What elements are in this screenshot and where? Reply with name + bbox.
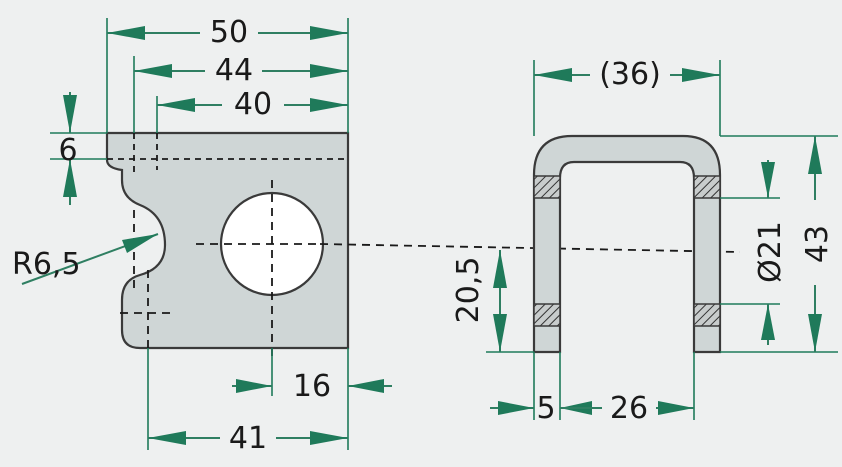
front-view [105, 131, 350, 362]
dim-label-26: 26 [610, 391, 648, 426]
dim-label-d21: Ø21 [753, 221, 788, 283]
dimension-lines [21, 26, 822, 445]
dim-label-r6-5: R6,5 [12, 247, 81, 282]
centerline-shared [319, 243, 741, 253]
hatch-right-top [693, 175, 721, 199]
side-view [532, 134, 722, 354]
hatch-left-bottom [533, 303, 561, 327]
dim-label-43: 43 [800, 225, 835, 263]
dim-label-20-5: 20,5 [451, 257, 486, 324]
side-u-channel [532, 134, 722, 354]
dim-label-40: 40 [234, 87, 272, 122]
dim-label-16: 16 [293, 369, 331, 404]
hatch-right-bottom [693, 303, 721, 327]
extension-lines [50, 18, 838, 450]
dim-label-44: 44 [215, 53, 253, 88]
dim-label-50: 50 [210, 15, 248, 50]
dim-label-41: 41 [229, 421, 267, 456]
dim-label-6: 6 [58, 133, 77, 168]
hatch-left-top [533, 175, 561, 199]
dimension-labels: 50 44 40 6 R6,5 16 41 (36) 43 Ø21 20,5 5… [12, 15, 835, 456]
dim-label-5: 5 [536, 391, 555, 426]
dim-label-36: (36) [599, 57, 661, 92]
